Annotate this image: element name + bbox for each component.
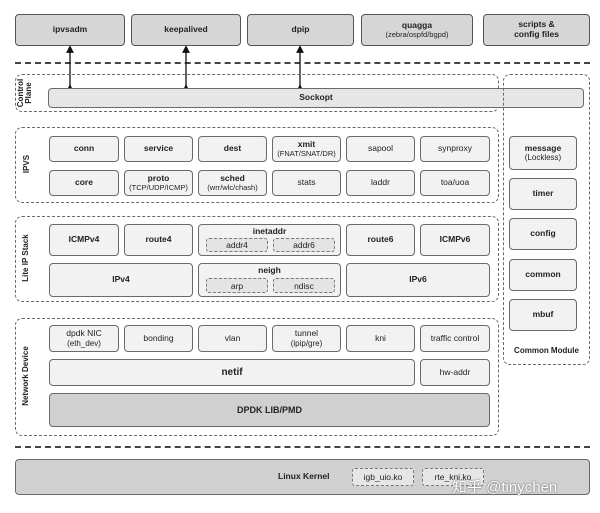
tunnel-box: tunnel(ipip/gre) — [272, 325, 341, 352]
tool-sub: config files — [514, 29, 559, 39]
tool-sub: (zebra/ospfd/bgpd) — [385, 29, 449, 39]
bottom-separator — [15, 446, 590, 448]
bonding-box: bonding — [124, 325, 193, 352]
dpdk-nic-box: dpdk NIC(eth_dev) — [49, 325, 119, 352]
ipvs-stats: stats — [272, 170, 341, 196]
ipvs-proto: proto(TCP/UDP/ICMP) — [124, 170, 193, 196]
tool-ipvsadm: ipvsadm — [15, 14, 125, 46]
ipvs-xmit: xmit(FNAT/SNAT/DR) — [272, 136, 341, 162]
control-plane-label: Control Plane — [16, 78, 33, 108]
common-module-group — [503, 74, 590, 365]
arp-box: arp — [206, 278, 268, 293]
icmpv4-box: ICMPv4 — [49, 224, 119, 256]
ipvs-service: service — [124, 136, 193, 162]
ipvs-toa-uoa: toa/uoa — [420, 170, 490, 196]
netif-box: netif — [49, 359, 415, 386]
rte-kni-module: rte_kni.ko — [422, 468, 484, 486]
ipvs-group — [15, 127, 499, 203]
vlan-box: vlan — [198, 325, 267, 352]
ipvs-synproxy: synproxy — [420, 136, 490, 162]
common-config: config — [509, 218, 577, 250]
tool-name: quagga — [401, 19, 433, 30]
hw-addr-box: hw-addr — [420, 359, 490, 386]
watermark: 知乎 @tinychen — [452, 479, 558, 496]
dpdk-lib-pmd-box: DPDK LIB/PMD — [49, 393, 490, 427]
ndisc-box: ndisc — [273, 278, 335, 293]
tool-name: dpip — [291, 24, 310, 35]
igb-uio-module: igb_uio.ko — [352, 468, 414, 486]
tool-name: keepalived — [164, 24, 208, 35]
control-arrows — [66, 45, 304, 92]
network-device-group — [15, 318, 499, 436]
network-device-label: Network Device — [21, 346, 30, 406]
common-mbuf: mbuf — [509, 299, 577, 331]
ipvs-sapool: sapool — [346, 136, 415, 162]
ipvs-core: core — [49, 170, 119, 196]
ipvs-sched: sched(wrr/wlc/chash) — [198, 170, 267, 196]
ipvs-laddr: laddr — [346, 170, 415, 196]
ipvs-dest: dest — [198, 136, 267, 162]
route6-box: route6 — [346, 224, 415, 256]
icmpv6-box: ICMPv6 — [420, 224, 490, 256]
addr6-box: addr6 — [273, 238, 335, 252]
common-message: message(Lockless) — [509, 136, 577, 170]
common-common: common — [509, 259, 577, 291]
tool-dpip: dpip — [247, 14, 354, 46]
ipv4-box: IPv4 — [49, 263, 193, 297]
traffic-control-box: traffic control — [420, 325, 490, 352]
common-timer: timer — [509, 178, 577, 210]
kni-box: kni — [346, 325, 415, 352]
sockopt-label: Sockopt — [299, 92, 333, 103]
tool-quagga: quagga(zebra/ospfd/bgpd) — [361, 14, 473, 46]
tool-name: ipvsadm — [52, 24, 88, 35]
sockopt-box: Sockopt — [48, 88, 584, 108]
route4-box: route4 — [124, 224, 193, 256]
tool-scripts-config: scripts &config files — [483, 14, 590, 46]
common-module-label: Common Module — [514, 346, 579, 355]
ipv6-box: IPv6 — [346, 263, 490, 297]
ipvs-label: IPVS — [22, 154, 31, 174]
lite-ip-stack-group — [15, 216, 499, 302]
tool-name: scripts & — [518, 19, 555, 30]
addr4-box: addr4 — [206, 238, 268, 252]
ipvs-conn: conn — [49, 136, 119, 162]
linux-kernel-box: Linux Kernel — [15, 459, 590, 495]
lite-ip-stack-label: Lite IP Stack — [21, 234, 30, 282]
